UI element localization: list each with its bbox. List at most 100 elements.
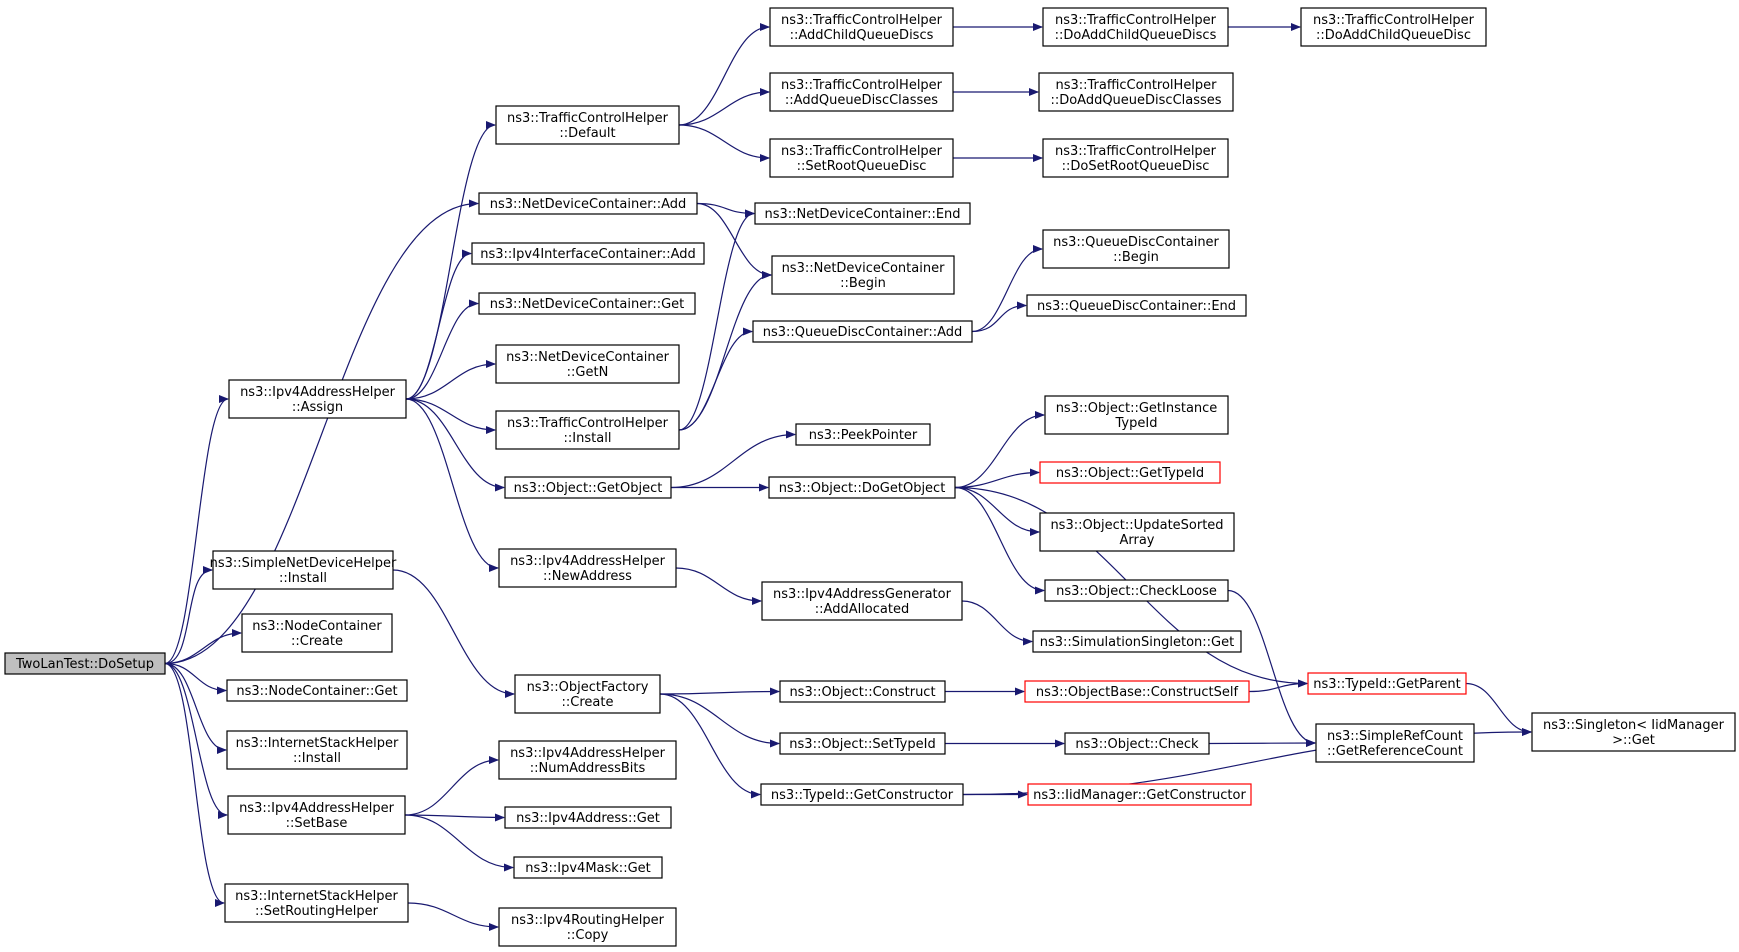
node-object-check[interactable]: ns3::Object::Check [1064,732,1210,755]
node-box [504,476,672,499]
node-label-line: ::SetRoutingHelper [255,904,379,919]
node-object-checkloose[interactable]: ns3::Object::CheckLoose [1044,579,1229,602]
node-qdcont-add[interactable]: ns3::QueueDiscContainer::Add [752,320,973,343]
node-tch-addchildqueuediscs[interactable]: ns3::TrafficControlHelper::AddChildQueue… [769,7,954,47]
node-internetstack-setrouting[interactable]: ns3::InternetStackHelper::SetRoutingHelp… [224,883,409,923]
node-qdcont-end[interactable]: ns3::QueueDiscContainer::End [1026,294,1247,317]
edge-ipv4addrhelper-setbase-to-ipv4address-get [404,813,505,822]
edge-simplenetdev-install-to-objectfactory-create [392,569,515,698]
node-object-construct[interactable]: ns3::Object::Construct [779,680,946,703]
node-typeid-getconstructor[interactable]: ns3::TypeId::GetConstructor [760,783,964,806]
node-box [769,138,954,178]
node-ipv4mask-get[interactable]: ns3::Ipv4Mask::Get [513,856,663,879]
node-tch-doaddqueuediscclasses[interactable]: ns3::TrafficControlHelper::DoAddQueueDis… [1038,72,1234,112]
node-box [1044,579,1229,602]
node-label-line: ::Begin [1113,250,1159,265]
node-nodecontainer-get[interactable]: ns3::NodeContainer::Get [226,679,408,702]
edge-ipv4addrhelper-assign-to-ipv4ifcont-add [405,249,472,400]
edge-ipv4addrhelper-assign-to-netdevcont-get [405,299,479,400]
node-ipv4addrgen-addallocated[interactable]: ns3::Ipv4AddressGenerator::AddAllocated [761,581,963,621]
node-ipv4routinghelper-copy[interactable]: ns3::Ipv4RoutingHelper::Copy [498,907,677,947]
node-ipv4addrhelper-newaddress[interactable]: ns3::Ipv4AddressHelper::NewAddress [498,548,677,588]
node-objectbase-constructself[interactable]: ns3::ObjectBase::ConstructSelf [1024,680,1250,703]
node-label-line: ::AddQueueDiscClasses [785,93,938,108]
node-tch-doaddchildqueuedisc[interactable]: ns3::TrafficControlHelper::DoAddChildQue… [1300,7,1487,47]
edge-ipv4addrhelper-assign-to-netdevcont-getn [405,360,496,400]
edge-object-dogetobject-to-object-checkloose [954,486,1045,595]
node-ipv4addrhelper-numaddressbits[interactable]: ns3::Ipv4AddressHelper::NumAddressBits [498,740,677,780]
edge-ipv4addrhelper-assign-to-ipv4addrhelper-newaddress [405,398,499,572]
node-box [212,550,394,590]
node-simplerefcount-getrefcount[interactable]: ns3::SimpleRefCount::GetReferenceCount [1315,723,1475,763]
node-box [4,652,166,675]
node-simsingleton-get[interactable]: ns3::SimulationSingleton::Get [1032,630,1242,653]
node-label-line: ns3::NodeContainer::Get [236,684,397,699]
node-simplenetdev-install[interactable]: ns3::SimpleNetDeviceHelper::Install [210,550,397,590]
node-ipv4ifcont-add[interactable]: ns3::Ipv4InterfaceContainer::Add [471,242,705,265]
node-object-gettypeid[interactable]: ns3::Object::GetTypeId [1039,461,1221,484]
node-label-line: ::NewAddress [543,569,632,584]
node-netdevcont-end[interactable]: ns3::NetDeviceContainer::End [754,202,971,225]
node-box [513,856,663,879]
node-label-line: ns3::QueueDiscContainer [1053,235,1219,250]
node-tch-dosetrootqueuedisc[interactable]: ns3::TrafficControlHelper::DoSetRootQueu… [1042,138,1229,178]
edge-qdcont-add-to-qdcont-begin [971,245,1043,333]
node-tch-default[interactable]: ns3::TrafficControlHelper::Default [495,105,680,145]
node-label-line: TwoLanTest::DoSetup [15,657,154,672]
node-box [1315,723,1475,763]
node-box [227,795,406,835]
node-objectfactory-create[interactable]: ns3::ObjectFactory::Create [514,674,661,714]
node-tch-install[interactable]: ns3::TrafficControlHelper::Install [495,410,680,450]
node-label-line: ns3::NetDeviceContainer::Add [490,197,687,212]
edge-tch-default-to-tch-addqueuediscclasses [678,88,770,126]
nodes-layer: TwoLanTest::DoSetup ns3::SimpleNetDeviceH… [4,7,1736,947]
node-box [761,581,963,621]
node-ipv4addrhelper-setbase[interactable]: ns3::Ipv4AddressHelper::SetBase [227,795,406,835]
node-tch-doaddchildqueuediscs[interactable]: ns3::TrafficControlHelper::DoAddChildQue… [1042,7,1229,47]
node-box [1038,72,1234,112]
node-qdcont-begin[interactable]: ns3::QueueDiscContainer::Begin [1042,229,1230,269]
node-object-settypeid[interactable]: ns3::Object::SetTypeId [779,732,946,755]
node-typeid-getparent[interactable]: ns3::TypeId::GetParent [1307,672,1467,695]
edge-internetstack-setrouting-to-ipv4routinghelper-copy [407,902,499,931]
node-iidmanager-getconstructor[interactable]: ns3::IidManager::GetConstructor [1027,783,1252,806]
node-singleton-get[interactable]: ns3::Singleton< IidManager >::Get [1531,712,1736,752]
node-peekpointer[interactable]: ns3::PeekPointer [795,423,931,446]
node-ipv4addrhelper-assign[interactable]: ns3::Ipv4AddressHelper::Assign [228,379,407,419]
node-netdevcont-add[interactable]: ns3::NetDeviceContainer::Add [478,192,698,215]
node-nodecontainer-create[interactable]: ns3::NodeContainer::Create [241,613,393,653]
edge-tch-default-to-tch-addchildqueuediscs [678,23,770,126]
node-box [495,105,680,145]
edge-ipv4addrhelper-newaddress-to-ipv4addrgen-addallocated [675,567,762,605]
node-label-line: ns3::SimpleNetDeviceHelper [210,556,397,571]
node-label-line: ns3::Singleton< IidManager [1543,718,1725,733]
node-object-getobject[interactable]: ns3::Object::GetObject [504,476,672,499]
edge-object-dogetobject-to-object-updatesortedarray [954,486,1040,536]
node-label-line: ::Install [564,431,612,446]
node-dosetup[interactable]: TwoLanTest::DoSetup [4,652,166,675]
node-box [771,255,955,295]
node-label-line: ::DoAddQueueDiscClasses [1050,93,1221,108]
node-label-line: ns3::NetDeviceContainer::End [764,207,960,222]
node-label-line: ::Default [559,126,615,141]
node-object-dogetobject[interactable]: ns3::Object::DoGetObject [768,476,956,499]
node-box [478,292,696,315]
node-netdevcont-get[interactable]: ns3::NetDeviceContainer::Get [478,292,696,315]
edge-tch-default-to-tch-setrootqueuedisc [678,124,770,162]
node-box [498,548,677,588]
node-internetstack-install[interactable]: ns3::InternetStackHelper::Install [226,730,408,770]
node-netdevcont-begin[interactable]: ns3::NetDeviceContainer::Begin [771,255,955,295]
node-ipv4address-get[interactable]: ns3::Ipv4Address::Get [504,806,672,829]
node-label-line: ::SetRootQueueDisc [797,159,927,174]
node-label-line: ns3::TrafficControlHelper [781,78,943,93]
node-netdevcont-getn[interactable]: ns3::NetDeviceContainer::GetN [495,344,680,384]
node-tch-setrootqueuedisc[interactable]: ns3::TrafficControlHelper::SetRootQueueD… [769,138,954,178]
node-box [1026,294,1247,317]
node-label-line: >::Get [1612,733,1655,748]
node-tch-addqueuediscclasses[interactable]: ns3::TrafficControlHelper::AddQueueDiscC… [769,72,954,112]
node-box [495,410,680,450]
node-box [478,192,698,215]
